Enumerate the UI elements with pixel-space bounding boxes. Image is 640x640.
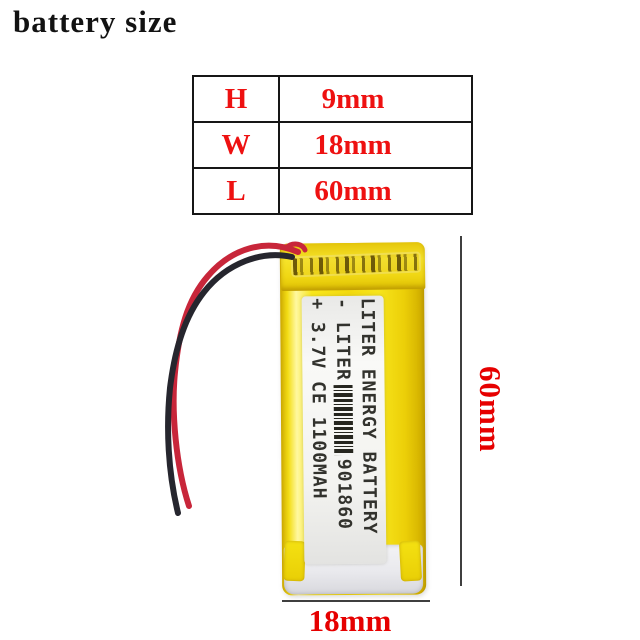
dimension-value-h: 9mm xyxy=(278,75,473,123)
label-line-2: - LITER 901860 xyxy=(330,298,358,564)
dimension-letter-l: L xyxy=(192,167,280,215)
dimension-value-l: 60mm xyxy=(278,167,473,215)
table-row: W 18mm xyxy=(192,121,473,169)
label-line-2-prefix: - LITER xyxy=(332,297,354,381)
dimension-letter-h: H xyxy=(192,75,280,123)
page-title: battery size xyxy=(13,4,178,39)
label-line-3: + 3.7V CE 1100MAH xyxy=(307,298,331,500)
dimension-value-w: 18mm xyxy=(278,121,473,169)
bottom-tape-left xyxy=(283,540,306,582)
label-line-2-suffix: 901860 xyxy=(333,458,356,530)
width-dimension-line xyxy=(282,600,430,602)
battery-label-text: LITER ENERGY BATTERY - LITER 901860 + 3.… xyxy=(302,296,387,565)
table-row: H 9mm xyxy=(192,75,473,123)
battery-label: LITER ENERGY BATTERY - LITER 901860 + 3.… xyxy=(301,295,387,565)
label-line-1: LITER ENERGY BATTERY xyxy=(357,297,381,535)
height-dimension-label: 60mm xyxy=(473,366,508,453)
barcode xyxy=(334,384,354,455)
wire-black xyxy=(165,252,295,516)
dimension-letter-w: W xyxy=(192,121,280,169)
table-row: L 60mm xyxy=(192,167,473,215)
height-dimension-line xyxy=(460,236,462,586)
bottom-tape-right xyxy=(398,540,423,582)
width-dimension-label: 18mm xyxy=(308,603,392,638)
battery-size-table: H 9mm W 18mm L 60mm xyxy=(192,75,473,215)
